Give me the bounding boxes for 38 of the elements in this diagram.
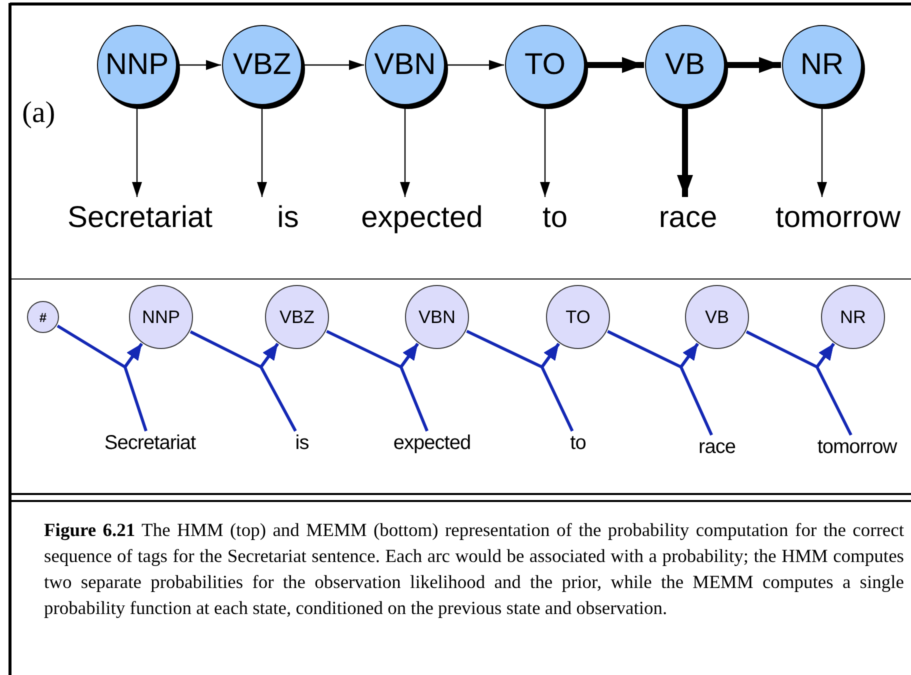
arrow (399, 342, 428, 432)
word-label: is (253, 199, 323, 237)
arrow (178, 60, 221, 70)
word-label: race (692, 435, 742, 459)
arrow (679, 342, 713, 436)
arrow (586, 57, 644, 73)
arrow (540, 106, 550, 197)
arrow (123, 342, 148, 432)
word-label: Secretariat (50, 199, 230, 237)
state-circle: VB (685, 285, 749, 349)
arrow (677, 106, 693, 197)
word-label: expected (347, 199, 497, 237)
word-label: expected (382, 431, 482, 455)
arrow (540, 342, 574, 432)
arrow (400, 106, 410, 197)
state-circle: VBN (405, 285, 469, 349)
word-label: Secretariat (90, 431, 210, 455)
arrow (726, 57, 781, 73)
arrow (132, 106, 142, 197)
state-circle: NNP (129, 285, 193, 349)
state-circle: VBZ (265, 285, 329, 349)
state-circle: TO (546, 285, 610, 349)
word-label: is (277, 431, 327, 455)
word-label: to (520, 199, 590, 237)
figure-caption: Figure 6.21 The HMM (top) and MEMM (bottom) representation of the probability computation for the correct sequence of tags for the Secretariat sentence. Each arc would be associated with a probability; the HMM computes two separate probabilities for the observation likelihood and the prior, while the MEMM computes a single probability function at each state, conditioned on the previous state and observation. (44, 520, 904, 621)
start-state-circle: # (27, 301, 59, 333)
word-label: race (653, 199, 723, 237)
arrow (303, 60, 364, 70)
word-label: tomorrow (807, 435, 907, 459)
arrow (259, 342, 297, 432)
state-circle: NR (821, 285, 885, 349)
arrow (815, 342, 852, 436)
panel-label: (a) (22, 96, 56, 130)
arrow (817, 106, 827, 197)
arrow (446, 60, 504, 70)
word-label: tomorrow (763, 199, 911, 237)
arrow (257, 106, 267, 197)
word-label: to (553, 431, 603, 455)
